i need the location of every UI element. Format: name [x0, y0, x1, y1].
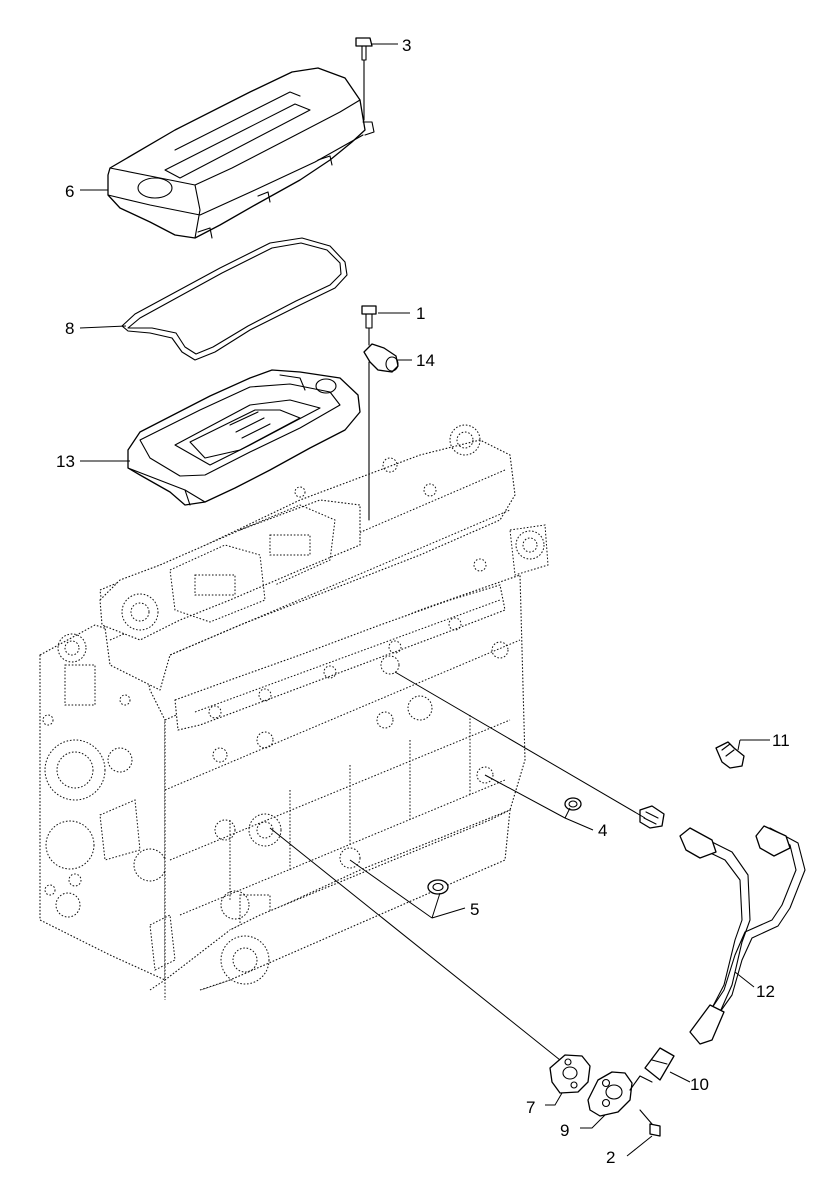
part-5-plug	[427, 879, 449, 895]
callout-12: 12	[756, 982, 775, 1001]
callout-11: 11	[772, 731, 790, 750]
callout-1: 1	[416, 304, 425, 323]
callout-labels: 3 6 8 1 14 13 11 4 5 12 10 7 9 2	[56, 36, 790, 1167]
part-13-breather-cover	[127, 369, 361, 506]
callout-6: 6	[65, 182, 74, 201]
engine-block	[39, 424, 549, 1000]
callout-4: 4	[598, 821, 607, 840]
part-10-connector	[644, 1047, 675, 1081]
part-1-bolt	[361, 305, 377, 346]
part-11-elbow-fitting	[715, 741, 745, 769]
part-8-gasket	[121, 237, 348, 361]
callout-14: 14	[416, 351, 435, 370]
callout-7: 7	[526, 1098, 535, 1117]
part-6-rocker-cover	[107, 67, 375, 239]
part-12-oil-pipe	[679, 825, 806, 1045]
callout-5: 5	[470, 900, 479, 919]
part-3-bolt	[355, 37, 373, 121]
part-14-clamp	[363, 343, 399, 521]
callout-9: 9	[560, 1121, 569, 1140]
part-4-fitting	[564, 797, 665, 829]
callout-8: 8	[65, 319, 74, 338]
part-7-flange-gasket	[549, 1054, 591, 1094]
callout-10: 10	[690, 1075, 709, 1094]
leader-lines	[79, 43, 770, 1157]
part-2-bolt	[639, 1109, 661, 1137]
part-9-flange	[587, 1071, 653, 1117]
callout-13: 13	[56, 452, 75, 471]
callout-2: 2	[606, 1148, 615, 1167]
callout-3: 3	[402, 36, 411, 55]
